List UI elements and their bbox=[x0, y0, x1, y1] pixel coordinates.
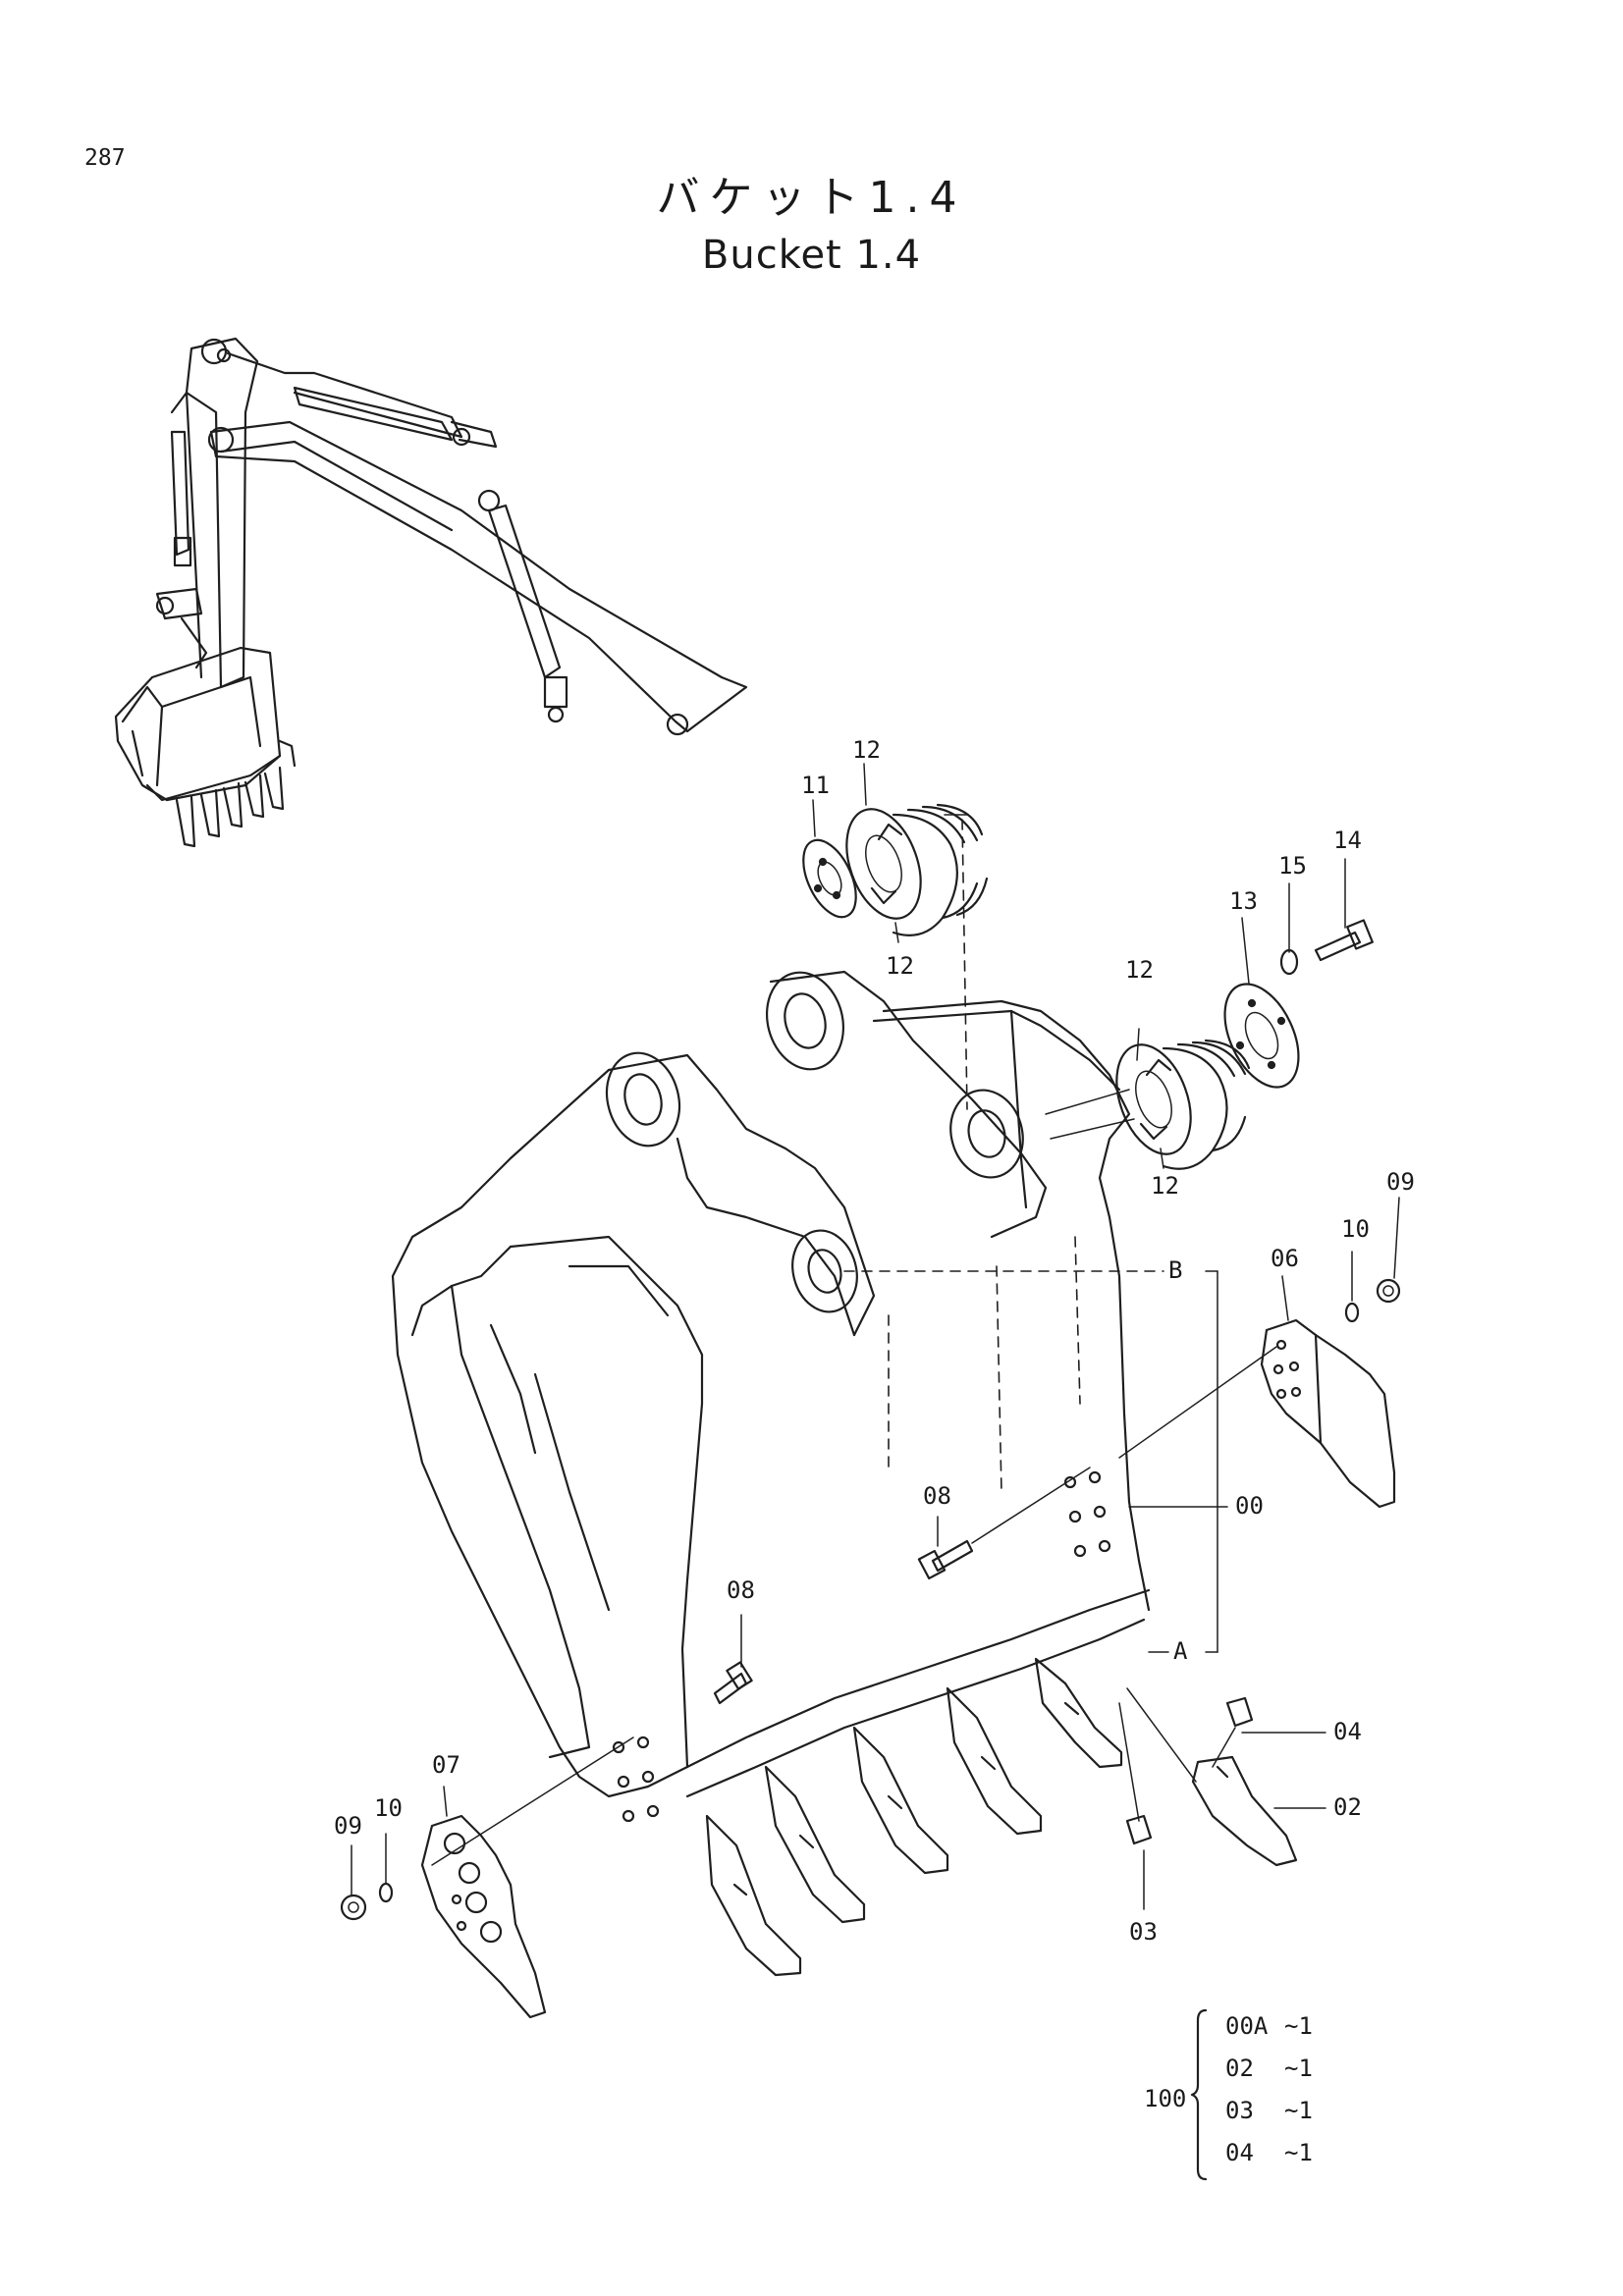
kit-item-qty: ~1 bbox=[1284, 2012, 1313, 2040]
callout-04: 04 bbox=[1333, 1718, 1362, 1745]
kit-item-qty: ~1 bbox=[1284, 2055, 1313, 2082]
callout-06: 06 bbox=[1271, 1245, 1299, 1272]
callout-00: 00 bbox=[1235, 1492, 1264, 1520]
title-english: Bucket 1.4 bbox=[701, 233, 922, 278]
bolts bbox=[713, 1467, 1091, 1705]
kit-item-part: 02 bbox=[1225, 2055, 1254, 2082]
callout-12-right-upper: 12 bbox=[1125, 956, 1154, 984]
title-japanese: バケット1.4 bbox=[656, 173, 967, 223]
callout-09-left: 09 bbox=[334, 1812, 362, 1840]
callout-09-right: 09 bbox=[1386, 1168, 1415, 1196]
pin-spacer-set-left bbox=[802, 803, 989, 1110]
callout-02: 02 bbox=[1333, 1793, 1362, 1821]
side-cutters bbox=[340, 1278, 1401, 2019]
page-number: 287 bbox=[84, 145, 126, 171]
kit-number: 100 bbox=[1144, 2085, 1187, 2112]
callout-15: 15 bbox=[1278, 852, 1307, 880]
callout-B: B bbox=[1168, 1256, 1183, 1284]
callout-08-left: 08 bbox=[727, 1576, 755, 1604]
bucket-teeth bbox=[705, 1657, 1298, 1977]
callout-12-left-lower: 12 bbox=[886, 952, 914, 980]
callout-12-right-lower: 12 bbox=[1151, 1172, 1179, 1200]
kit-item-part: 03 bbox=[1225, 2097, 1254, 2124]
callout-A: A bbox=[1173, 1637, 1188, 1665]
kit-item-part: 00A bbox=[1225, 2012, 1269, 2040]
callout-12-top: 12 bbox=[852, 736, 881, 764]
callout-13: 13 bbox=[1229, 887, 1258, 915]
callout-14: 14 bbox=[1333, 827, 1362, 854]
callout-03: 03 bbox=[1129, 1918, 1158, 1946]
bucket-body bbox=[391, 970, 1151, 1823]
excavator-arm-illustration bbox=[114, 337, 748, 848]
callout-07: 07 bbox=[432, 1751, 460, 1779]
kit-item-part: 04 bbox=[1225, 2139, 1254, 2166]
callout-11: 11 bbox=[801, 772, 830, 799]
kit-brace bbox=[1190, 2008, 1208, 2181]
callout-08-right: 08 bbox=[923, 1482, 951, 1510]
callout-leaders bbox=[351, 763, 1400, 1910]
kit-item-qty: ~1 bbox=[1284, 2097, 1313, 2124]
kit-item-qty: ~1 bbox=[1284, 2139, 1313, 2166]
pin-spacer-set-right bbox=[1045, 919, 1374, 1170]
callout-10-left: 10 bbox=[374, 1794, 403, 1822]
callout-10-right: 10 bbox=[1341, 1215, 1370, 1243]
